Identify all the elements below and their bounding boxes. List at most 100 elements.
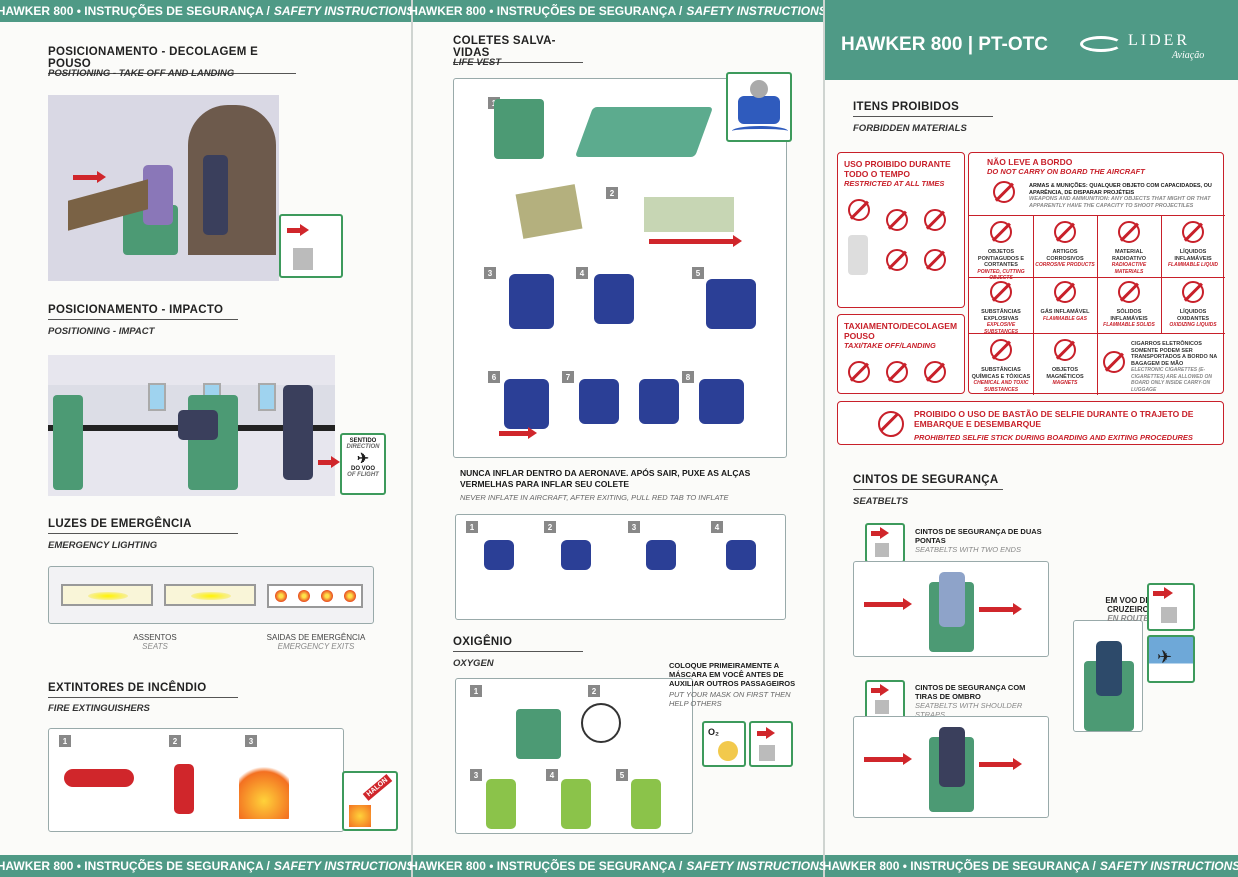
shoulder-straps-caption: CINTOS DE SEGURANÇA COM TIRAS DE OMBRO S…	[915, 683, 1026, 719]
no-magnets-icon	[1054, 339, 1076, 361]
section-subtitle: POSITIONING - TAKE OFF AND LANDING	[48, 68, 235, 79]
brace-icon	[279, 214, 343, 278]
life-vest-steps: 1 2 3 4 5 6 7 8	[453, 78, 787, 458]
header-banner: HAWKER 800 • INSTRUÇÕES DE SEGURANÇA /SA…	[0, 0, 415, 22]
lider-logo: LIDER Aviação	[1080, 28, 1230, 68]
banner-text: HAWKER 800 • INSTRUÇÕES DE SEGURANÇA /	[0, 4, 270, 18]
selfie-label: PROIBIDO O USO DE BASTÃO DE SELFIE DURAN…	[914, 409, 1194, 429]
section-title-life-vest: COLETES SALVA-VIDAS	[453, 35, 583, 63]
section-title-positioning-takeoff: POSICIONAMENTO - DECOLAGEM E POUSO	[48, 46, 296, 74]
no-toxic-icon	[990, 339, 1012, 361]
footer-banner: HAWKER 800 • INSTRUÇÕES DE SEGURANÇA /SA…	[409, 855, 827, 877]
no-laptop-icon	[924, 209, 946, 231]
no-ecig-icon	[1103, 351, 1125, 373]
direction-label-en: DIRECTION	[346, 444, 380, 450]
no-smoking-icon	[848, 199, 870, 221]
cruise-illustration	[1073, 620, 1143, 732]
oxygen-note-text-en: PUT YOUR MASK ON FIRST THEN HELP OTHERS	[669, 690, 791, 708]
no-sharp-objects-icon	[990, 221, 1012, 243]
no-device-icon	[924, 249, 946, 271]
o2-label: O₂	[708, 727, 719, 737]
section-subtitle: LIFE VEST	[453, 57, 502, 68]
brace-icon	[749, 721, 793, 767]
section-title-positioning-impact: POSICIONAMENTO - IMPACTO	[48, 304, 238, 320]
cruise-airplane-icon: ✈	[1147, 635, 1195, 683]
halon-extinguisher-icon: HALON	[342, 771, 398, 831]
shoulder-straps-illustration	[853, 716, 1049, 818]
section-subtitle: EMERGENCY LIGHTING	[48, 540, 158, 551]
two-ends-caption: CINTOS DE SEGURANÇA DE DUAS PONTAS SEATB…	[915, 527, 1042, 554]
weapons-text: ARMAS & MUNIÇÕES: QUALQUER OBJETO COM CA…	[1029, 183, 1212, 209]
footer-banner: HAWKER 800 • INSTRUÇÕES DE SEGURANÇA /SA…	[0, 855, 414, 877]
no-carry-label: NÃO LEVE A BORDO	[987, 157, 1073, 167]
fold-divider	[823, 0, 825, 877]
no-corrosive-icon	[1054, 221, 1076, 243]
fire-extinguisher-steps: 1 2 3	[48, 728, 344, 832]
logo-subtext: Aviação	[1172, 50, 1205, 61]
illustration-takeoff	[48, 95, 279, 281]
header-banner: HAWKER 800 • INSTRUÇÕES DE SEGURANÇA /SA…	[409, 0, 827, 22]
no-selfie-stick-icon	[878, 411, 904, 437]
seat-light	[164, 584, 256, 606]
no-phone-icon	[886, 361, 908, 383]
exit-lights	[267, 584, 363, 608]
selfie-label-en: PROHIBITED SELFIE STICK DURING BOARDING …	[914, 433, 1193, 442]
direction-arrow	[318, 456, 340, 468]
toilet-icon	[848, 235, 868, 275]
direction-label: SENTIDO	[349, 438, 377, 444]
inflate-warning: NUNCA INFLAR DENTRO DA AERONAVE. APÓS SA…	[460, 468, 800, 503]
section-title-oxygen: OXIGÊNIO	[453, 636, 583, 652]
aircraft-title: HAWKER 800 | PT-OTC	[841, 34, 1048, 55]
seatbelt-icon	[865, 523, 905, 563]
illustration-impact	[48, 355, 335, 496]
no-weapons-icon	[993, 181, 1015, 203]
panel-right: HAWKER 800 | PT-OTC LIDER Aviação ITENS …	[823, 0, 1238, 877]
oxygen-steps: 1 2 3 4 5	[455, 678, 693, 834]
child-vest-steps: 1 2 3 4	[455, 514, 786, 620]
warning-text: NUNCA INFLAR DENTRO DA AERONAVE. APÓS SA…	[460, 468, 751, 489]
no-oxidizing-icon	[1182, 281, 1204, 303]
oxygen-mask-icon: O₂	[702, 721, 746, 767]
ecig-note: CIGARROS ELETRÔNICOS SOMENTE PODEM SER T…	[1131, 341, 1218, 393]
banner-text-en: SAFETY INSTRUCTIONS	[273, 4, 415, 18]
two-ends-illustration	[853, 561, 1049, 657]
panel-middle: HAWKER 800 • INSTRUÇÕES DE SEGURANÇA /SA…	[409, 0, 827, 877]
restricted-label: USO PROIBIDO DURANTE TODO O TEMPO	[844, 159, 951, 179]
taxi-label: TAXIAMENTO/DECOLAGEM POUSO	[844, 321, 958, 341]
seatbelt-icon	[865, 680, 905, 720]
no-laptop-icon	[924, 361, 946, 383]
no-explosives-icon	[990, 281, 1012, 303]
emergency-lights-panel	[48, 566, 374, 624]
life-vest-icon	[726, 72, 792, 142]
section-title-emergency-lighting: LUZES DE EMERGÊNCIA	[48, 518, 238, 534]
fold-divider	[411, 0, 413, 877]
no-electronics-icon	[848, 361, 870, 383]
oxygen-note-text: COLOQUE PRIMEIRAMENTE A MÁSCARA EM VOCÊ …	[669, 661, 796, 688]
section-subtitle: POSITIONING - IMPACT	[48, 326, 155, 337]
taxi-label-en: TAXI/TAKE OFF/LANDING	[844, 341, 936, 350]
restricted-label-en: RESTRICTED AT ALL TIMES	[844, 179, 945, 188]
section-subtitle: OXYGEN	[453, 658, 494, 669]
section-subtitle: FORBIDDEN MATERIALS	[853, 123, 967, 134]
no-phone-icon	[886, 209, 908, 231]
title-banner: HAWKER 800 | PT-OTC LIDER Aviação	[825, 0, 1238, 80]
section-subtitle: FIRE EXTINGUISHERS	[48, 703, 150, 714]
no-tablet-icon	[886, 249, 908, 271]
seat-light	[61, 584, 153, 606]
direction-label-2: DO VOO	[350, 466, 375, 472]
direction-label-en-2: OF FLIGHT	[347, 472, 379, 478]
section-title-forbidden: ITENS PROIBIDOS	[853, 101, 993, 117]
